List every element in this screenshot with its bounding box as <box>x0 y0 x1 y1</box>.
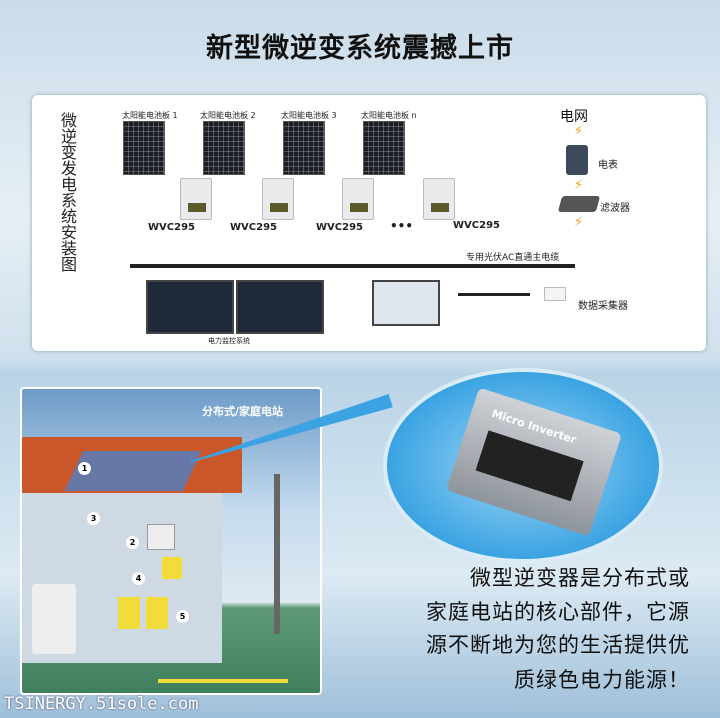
filter-label: 滤波器 <box>600 203 630 214</box>
ac-cable-label: 专用光伏AC直通主电缆 <box>466 253 560 263</box>
power-tower <box>262 474 292 634</box>
lightning-icon: ⚡ <box>574 124 584 139</box>
filter-icon <box>557 196 601 212</box>
ac-main-cable <box>130 264 575 268</box>
callout-number: 1 <box>78 462 91 475</box>
micro-inverter <box>342 178 374 220</box>
solar-panel <box>363 121 405 175</box>
inverter-model: WVC295 <box>230 222 277 233</box>
data-collector-icon <box>544 287 566 301</box>
monitoring-label: 电力监控系统 <box>208 337 250 345</box>
panel-label: 太阳能电池板 2 <box>200 111 256 120</box>
ellipsis: ••• <box>390 219 414 233</box>
diagram-vertical-title: 微逆变发电系统安装图 <box>58 112 77 272</box>
lightning-icon: ⚡ <box>574 178 584 193</box>
callout-number: 4 <box>132 572 145 585</box>
utility-meter <box>118 597 140 629</box>
lightning-icon: ⚡ <box>574 215 584 230</box>
promo-line: 源不断地为您的生活提供优 <box>426 633 690 657</box>
meter-icon <box>566 145 588 175</box>
promo-line: 微型逆变器是分布式或 <box>470 566 690 590</box>
promo-line: 家庭电站的核心部件，它源 <box>426 600 690 624</box>
meter-label: 电表 <box>598 160 618 171</box>
grid-label: 电网 <box>560 109 588 125</box>
micro-inverter <box>147 524 175 550</box>
switch-box <box>162 557 182 579</box>
promo-line: 质绿色电力能源！ <box>514 668 690 692</box>
monitor-screen <box>146 280 234 334</box>
monitor-screen <box>236 280 324 334</box>
inverter-model: WVC295 <box>453 220 500 231</box>
page-title: 新型微逆变系统震撼上市 <box>206 33 514 64</box>
micro-inverter <box>423 178 455 220</box>
panel-label: 太阳能电池板 3 <box>281 111 337 120</box>
grid-wire <box>158 679 288 683</box>
house-title: 分布式/家庭电站 <box>202 405 284 418</box>
panel-label: 太阳能电池板 n <box>361 111 417 120</box>
imac-monitor <box>372 280 440 326</box>
inverter-model: WVC295 <box>148 222 195 233</box>
solar-panel <box>123 121 165 175</box>
washing-machine <box>32 584 76 654</box>
watermark: TSINERGY.51sole.com <box>4 694 199 714</box>
panel-label: 太阳能电池板 1 <box>122 111 178 120</box>
utility-meter <box>146 597 168 629</box>
callout-number: 5 <box>176 610 189 623</box>
inverter-model: WVC295 <box>316 222 363 233</box>
callout-number: 3 <box>87 512 100 525</box>
solar-panel <box>203 121 245 175</box>
micro-inverter-product: Micro Inverter <box>445 387 623 537</box>
solar-panel <box>283 121 325 175</box>
callout-number: 2 <box>126 536 139 549</box>
data-arrow <box>458 293 530 296</box>
micro-inverter-bubble: Micro Inverter <box>383 368 663 563</box>
micro-inverter <box>180 178 212 220</box>
data-collector-label: 数据采集器 <box>578 301 628 312</box>
micro-inverter <box>262 178 294 220</box>
